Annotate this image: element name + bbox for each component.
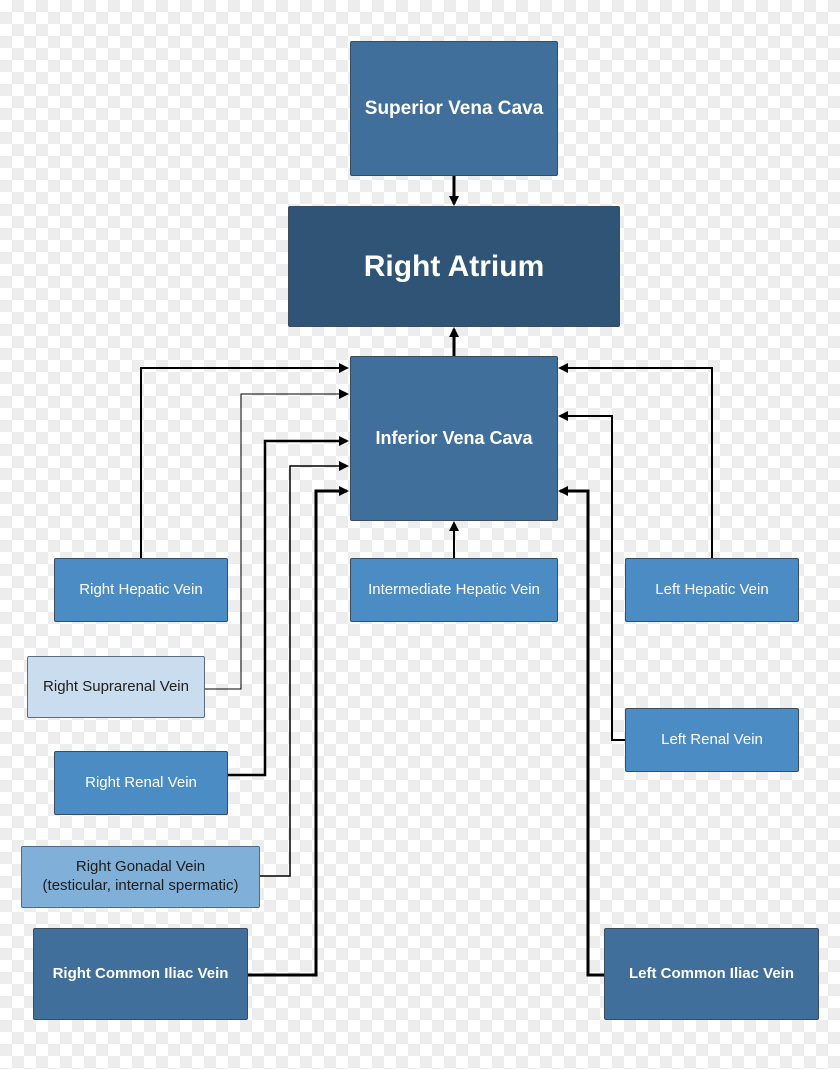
node-intermediate-hepatic-vein: Intermediate Hepatic Vein <box>350 558 558 622</box>
node-superior-vena-cava-label: Superior Vena Cava <box>364 97 544 119</box>
link-left-hepatic-to-ivc <box>558 363 713 558</box>
node-left-hepatic-vein: Left Hepatic Vein <box>625 558 799 622</box>
node-left-common-iliac-vein-label: Left Common Iliac Vein <box>628 964 795 982</box>
node-inferior-vena-cava-label: Inferior Vena Cava <box>375 428 533 449</box>
node-left-hepatic-vein-label: Left Hepatic Vein <box>655 580 769 598</box>
node-left-renal-vein: Left Renal Vein <box>625 708 799 772</box>
node-right-common-iliac-vein-label: Right Common Iliac Vein <box>52 964 229 982</box>
node-right-common-iliac-vein: Right Common Iliac Vein <box>33 928 248 1020</box>
link-right-common-iliac-to-ivc <box>248 486 349 977</box>
node-right-suprarenal-vein-label: Right Suprarenal Vein <box>43 677 189 695</box>
link-right-gonadal-to-ivc <box>260 461 349 877</box>
node-right-atrium-label: Right Atrium <box>363 249 545 283</box>
node-right-hepatic-vein-label: Right Hepatic Vein <box>79 580 203 598</box>
link-left-renal-to-ivc <box>558 411 625 741</box>
node-intermediate-hepatic-vein-label: Intermediate Hepatic Vein <box>368 580 540 598</box>
node-right-renal-vein-label: Right Renal Vein <box>85 773 197 791</box>
node-right-suprarenal-vein: Right Suprarenal Vein <box>27 656 205 718</box>
node-left-renal-vein-label: Left Renal Vein <box>661 730 763 748</box>
node-right-renal-vein: Right Renal Vein <box>54 751 228 815</box>
link-right-renal-to-ivc <box>228 436 349 777</box>
node-left-common-iliac-vein: Left Common Iliac Vein <box>604 928 819 1020</box>
node-inferior-vena-cava: Inferior Vena Cava <box>350 356 558 521</box>
node-right-atrium: Right Atrium <box>288 206 620 327</box>
node-right-hepatic-vein: Right Hepatic Vein <box>54 558 228 622</box>
link-right-suprarenal-to-ivc <box>205 389 349 690</box>
link-left-common-iliac-to-ivc <box>558 486 604 977</box>
node-right-gonadal-vein-label: Right Gonadal Vein <box>75 858 206 876</box>
node-right-gonadal-vein: Right Gonadal Vein (testicular, internal… <box>21 846 260 908</box>
node-right-gonadal-vein-sublabel: (testicular, internal spermatic) <box>42 877 239 894</box>
link-right-hepatic-to-ivc <box>140 363 349 558</box>
node-superior-vena-cava: Superior Vena Cava <box>350 41 558 176</box>
